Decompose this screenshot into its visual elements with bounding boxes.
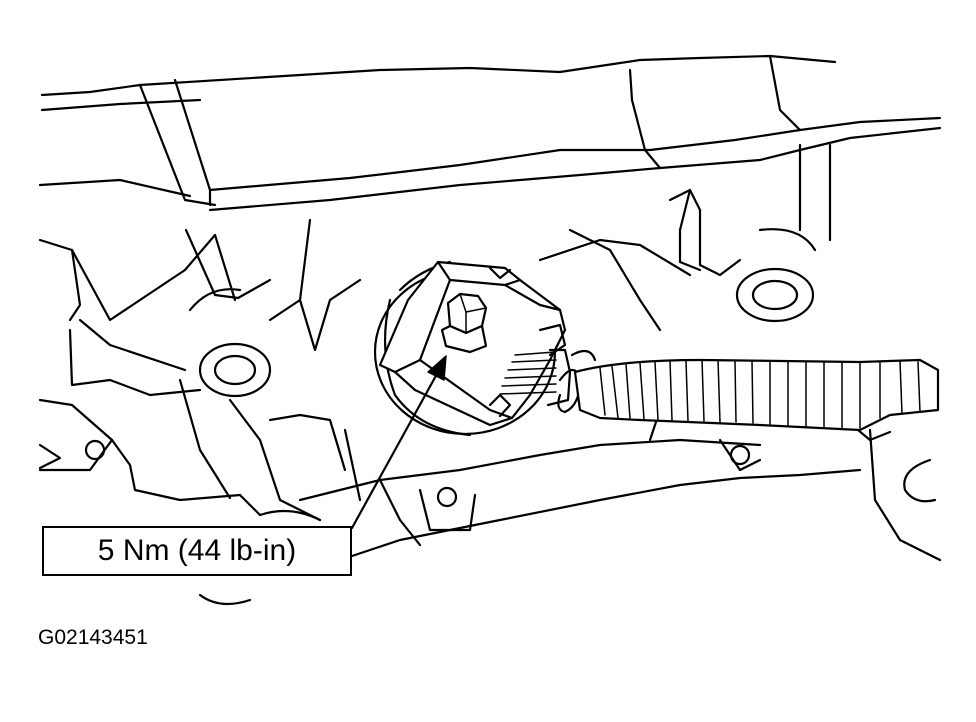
wiring-harness bbox=[573, 358, 940, 442]
transmission-case-outline bbox=[38, 54, 942, 606]
sensor-bolt bbox=[440, 292, 488, 354]
callout-leader-arrow bbox=[350, 355, 447, 530]
mounting-holes bbox=[84, 267, 815, 508]
connector-wires bbox=[499, 348, 597, 414]
torque-spec-callout: 5 Nm (44 lb-in) bbox=[42, 526, 352, 576]
figure-id-label: G02143451 bbox=[38, 626, 148, 649]
torque-spec-label: 5 Nm (44 lb-in) bbox=[97, 534, 297, 567]
